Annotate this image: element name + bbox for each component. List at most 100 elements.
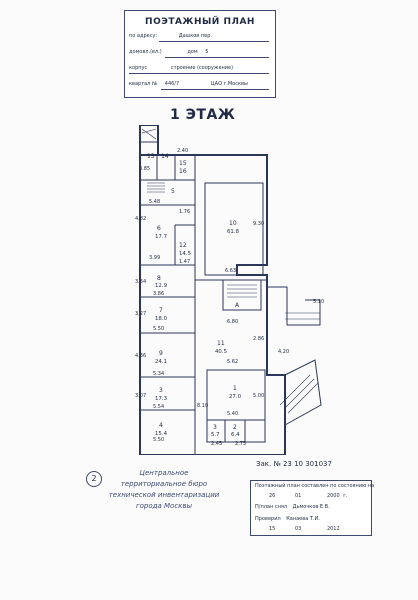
dim-label: 8.10 <box>197 403 208 409</box>
room-label-14: 14 <box>161 153 169 160</box>
dim-label: 1.47 <box>179 259 190 265</box>
stair-hatching <box>141 128 320 414</box>
room-label-12: 12 <box>179 242 187 249</box>
korpus-label: корпус <box>129 65 148 71</box>
order-number: Зак. № 23 10 301037 <box>256 460 332 468</box>
room-area-11: 40.5 <box>215 349 227 355</box>
dim-label: 3.34 <box>135 279 146 285</box>
room-label-10: 10 <box>229 220 237 227</box>
dim-label: 4.20 <box>278 349 289 355</box>
street-value: Дашков пер. <box>178 33 212 39</box>
room-label-6: 6 <box>157 225 161 232</box>
dim-label: 6.80 <box>227 319 238 325</box>
title-block-heading: ПОЭТАЖНЫЙ ПЛАН <box>145 17 255 27</box>
room-label-4: 4 <box>159 422 163 429</box>
surveyor-row: П/план снял Дьмочков Е.В. <box>255 504 330 510</box>
bti-stamp: 2 Центральное территориальное бюро техни… <box>86 468 226 524</box>
room-label-2: 2 <box>233 424 237 431</box>
check-date-row: 15 03 2012 <box>269 526 340 532</box>
stair-tower-wall <box>139 125 159 156</box>
dim-label: 6.63 <box>225 268 236 274</box>
check-date-year: 2012 <box>326 526 340 532</box>
house-label: домовл.(вл.) <box>129 49 162 55</box>
dim-label: 4.82 <box>135 216 146 222</box>
dim-label: 3.85 <box>139 166 150 172</box>
dim-label: 3.27 <box>135 311 146 317</box>
outer-wall <box>139 154 286 455</box>
korpus-underline <box>129 73 269 74</box>
dim-label: 3.07 <box>135 393 146 399</box>
dim-label: 2.86 <box>253 336 264 342</box>
address-label: по адресу: <box>129 33 158 39</box>
room-labels: 13 14 15 16 5 10 61.8 6 17.7 12 14.5 8 1… <box>147 153 242 438</box>
room-area-4: 15.4 <box>155 431 168 437</box>
room-area-2: 6.4 <box>231 432 240 438</box>
check-date-day: 15 <box>269 526 276 532</box>
dim-label: 5.54 <box>153 404 164 410</box>
stamp-number: 2 <box>86 471 102 487</box>
kvartal-value: 446/7 <box>164 81 180 87</box>
stamp-line-3: технической инвентаризации <box>108 491 220 499</box>
cert-date-month: 01 <box>294 493 302 499</box>
dom-label: дом <box>187 49 198 55</box>
stamp-line-1: Центральное <box>139 469 189 477</box>
dim-label: 5.34 <box>153 371 164 377</box>
dim-label: 5.10 <box>313 299 324 305</box>
cert-date-suffix: г. <box>343 493 348 499</box>
stroenie-label: строение (сооружение) <box>170 65 234 71</box>
dimension-labels: 2.40 5.48 1.76 9.30 4.82 3.99 1.47 3.34 … <box>135 148 324 447</box>
title-block: ПОЭТАЖНЫЙ ПЛАН по адресу: Дашков пер. до… <box>124 10 276 98</box>
house-row: домовл.(вл.) дом 5 <box>129 49 208 55</box>
room-label-9: 9 <box>159 350 163 357</box>
room-area-3: 17.3 <box>155 396 167 402</box>
dim-label: 3.99 <box>149 255 160 261</box>
room-label-a: А <box>235 302 240 309</box>
surveyor-name: Дьмочков Е.В. <box>292 504 330 510</box>
dim-label: 5.48 <box>149 199 160 205</box>
room-area-6: 17.7 <box>155 234 167 240</box>
korpus-row: корпус строение (сооружение) <box>129 65 233 71</box>
address-row: по адресу: Дашков пер. <box>129 33 212 39</box>
stamp-line-4: города Москвы <box>135 502 193 510</box>
stamp-text: Центральное территориальное бюро техниче… <box>104 468 224 512</box>
check-date-month: 03 <box>294 526 302 532</box>
room-area-10: 61.8 <box>227 229 240 235</box>
room-label-15: 15 <box>179 160 187 167</box>
stamp-line-2: территориальное бюро <box>120 480 208 488</box>
room-area-7: 18.0 <box>155 316 168 322</box>
checker-label: Проверил <box>255 516 281 522</box>
dim-label: 2.75 <box>235 441 246 447</box>
surveyor-label: П/план снял <box>255 504 288 510</box>
dim-label: 5.40 <box>227 411 238 417</box>
dim-label: 2.40 <box>177 148 188 154</box>
rear-porch <box>284 359 322 426</box>
dim-label: 3.86 <box>153 291 164 297</box>
room-area-12: 14.5 <box>179 251 191 257</box>
kvartal-label: квартал № <box>129 81 158 87</box>
cert-date-day: 26 <box>269 493 276 499</box>
cert-date-row: 26 01 2000 г. <box>269 493 347 499</box>
dim-label: 1.76 <box>179 209 190 215</box>
room-label-1: 1 <box>233 385 237 392</box>
dim-label: 5.00 <box>253 393 264 399</box>
kvartal-row: квартал № 446/7 ЦАО г.Москвы <box>129 81 248 87</box>
room-label-16: 16 <box>179 168 187 175</box>
dom-value: 5 <box>205 49 209 55</box>
room-area-3b: 5.7 <box>211 432 220 438</box>
room-label-7: 7 <box>159 307 163 314</box>
dim-label: 9.30 <box>253 221 264 227</box>
house-underline <box>165 57 269 58</box>
dim-label: 4.36 <box>135 353 146 359</box>
checker-row: Проверил Канаева Т.И. <box>255 516 320 522</box>
room-label-13: 13 <box>147 153 155 160</box>
room-a-walls <box>222 279 262 311</box>
bti-value: ЦАО г.Москвы <box>210 81 248 87</box>
room-area-9: 24.1 <box>155 359 167 365</box>
room-label-8: 8 <box>157 275 161 282</box>
certification-block: Поэтажный план составлен по состоянию на… <box>250 480 374 536</box>
room-label-5: 5 <box>171 188 175 195</box>
checker-name: Канаева Т.И. <box>286 516 320 522</box>
room-label-11: 11 <box>217 340 225 347</box>
kvartal-underline <box>161 89 269 90</box>
